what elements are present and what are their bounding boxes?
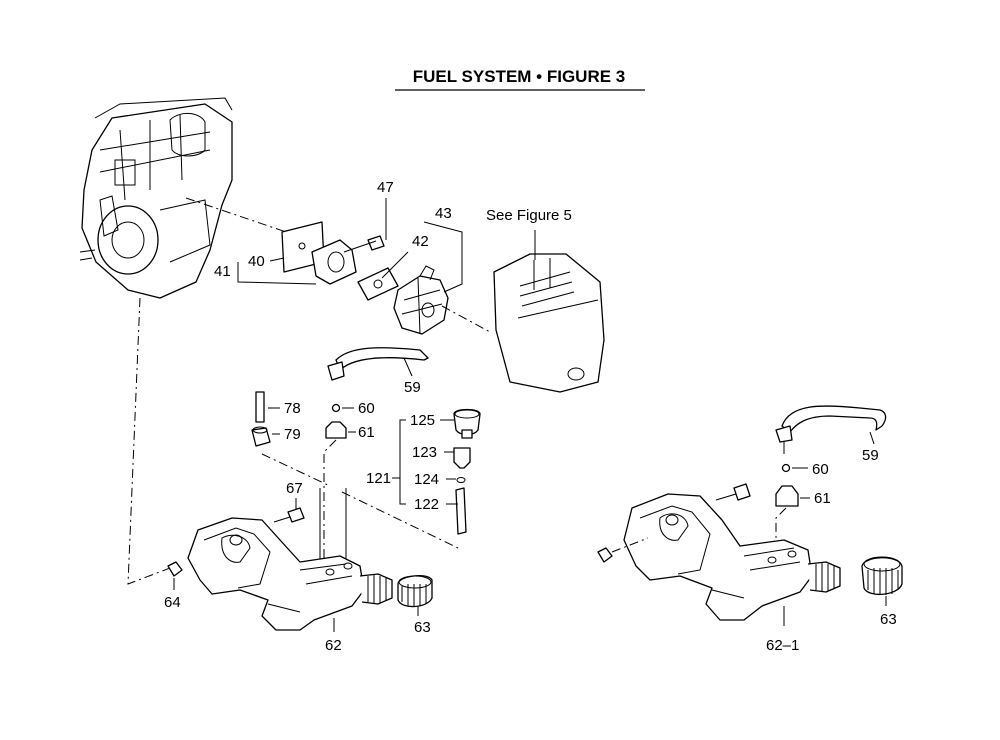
callout-60-right: 60 <box>812 461 829 478</box>
cap-125 <box>453 408 481 439</box>
guide-line <box>319 488 347 560</box>
bolt-67-right <box>715 483 751 501</box>
gasket-42 <box>357 267 399 301</box>
bolt-67 <box>273 507 305 523</box>
center-line <box>185 197 299 237</box>
leader-bracket <box>237 262 317 285</box>
callout-63-right: 63 <box>880 611 897 628</box>
fuel-cap-63-right <box>861 556 903 595</box>
callout-43: 43 <box>435 205 452 222</box>
center-line <box>775 507 787 552</box>
leader-line <box>869 431 875 445</box>
pipe-122 <box>455 487 467 535</box>
see-figure-note: See Figure 5 <box>486 207 572 224</box>
carburetor-spacer-41 <box>311 239 357 285</box>
bolt-47 <box>343 235 385 253</box>
grommet-79 <box>251 426 271 447</box>
center-line <box>441 305 491 333</box>
callout-121: 121 <box>366 470 391 487</box>
center-line <box>261 453 459 549</box>
leader-line <box>403 357 413 377</box>
callout-62-1: 62–1 <box>766 637 799 654</box>
fuel-filter-61-right <box>775 485 799 507</box>
callout-78: 78 <box>284 400 301 417</box>
fuel-tank-62-1 <box>623 493 841 621</box>
leader-bracket <box>399 419 406 505</box>
callout-62: 62 <box>325 637 342 654</box>
fuel-filter-61 <box>325 421 347 439</box>
center-line <box>611 537 649 553</box>
check-ball-60-right <box>781 463 791 473</box>
grommet-64-right <box>597 547 613 563</box>
fuel-line-59 <box>327 347 429 381</box>
air-cleaner-cover <box>493 253 605 393</box>
center-line <box>323 439 337 560</box>
callout-42: 42 <box>412 233 429 250</box>
leader-bracket <box>423 221 463 293</box>
callout-123: 123 <box>412 444 437 461</box>
carburetor-43 <box>393 265 449 335</box>
callout-59-left: 59 <box>404 379 421 396</box>
check-ball-60 <box>331 403 341 413</box>
callout-61-right: 61 <box>814 490 831 507</box>
callout-41: 41 <box>214 263 231 280</box>
callout-125: 125 <box>410 412 435 429</box>
center-line <box>127 297 171 585</box>
fuel-line-59-right <box>775 405 887 454</box>
callout-79: 79 <box>284 426 301 443</box>
callout-67: 67 <box>286 480 303 497</box>
fuel-tank-62 <box>187 517 393 631</box>
callout-40: 40 <box>248 253 265 270</box>
valve-123 <box>453 447 471 469</box>
callout-122: 122 <box>414 496 439 513</box>
engine-assembly <box>79 97 233 299</box>
fuel-cap-63 <box>397 574 433 608</box>
callout-47: 47 <box>377 179 394 196</box>
callout-60-left: 60 <box>358 400 375 417</box>
callout-59-right: 59 <box>862 447 879 464</box>
callout-63-left: 63 <box>414 619 431 636</box>
diagram-title: FUEL SYSTEM • FIGURE 3 <box>413 67 626 86</box>
callout-61-left: 61 <box>358 424 375 441</box>
pipe-78 <box>255 391 265 423</box>
leader-line <box>381 251 409 279</box>
callout-64: 64 <box>164 594 181 611</box>
leader-line <box>269 257 285 262</box>
o-ring-124 <box>456 477 466 483</box>
grommet-64 <box>167 561 183 577</box>
callout-124: 124 <box>414 471 439 488</box>
